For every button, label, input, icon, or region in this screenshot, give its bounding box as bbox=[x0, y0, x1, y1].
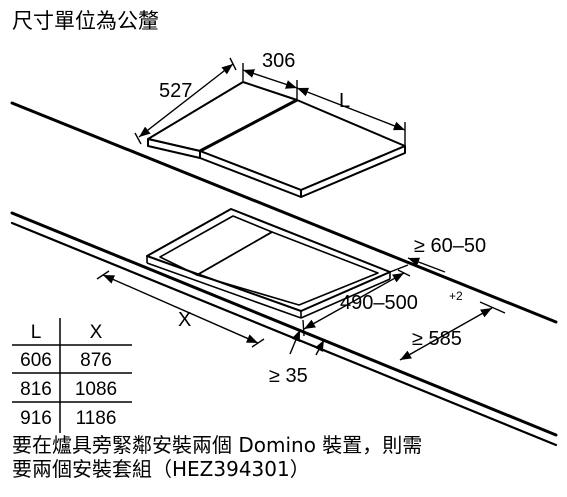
table-cell: 1186 bbox=[76, 408, 117, 429]
size-table: L X 606 876 816 1086 916 1186 bbox=[12, 318, 132, 433]
dim-wall-gap-label: ≥ 585 bbox=[412, 328, 462, 350]
table-header-x: X bbox=[90, 322, 103, 343]
dim-cutout-width-label: X bbox=[178, 309, 191, 331]
table-header-l: L bbox=[31, 322, 42, 343]
table-cell: 916 bbox=[20, 408, 52, 429]
dim-cutout-depth-tolerance: +2 bbox=[449, 289, 463, 303]
dim-width-small-label: 306 bbox=[262, 50, 295, 72]
dim-depth-label: 527 bbox=[159, 80, 192, 102]
table-cell: 876 bbox=[80, 350, 112, 371]
dim-side-gap-label: ≥ 35 bbox=[269, 365, 308, 387]
table-cell: 1086 bbox=[75, 379, 117, 400]
table-cell: 606 bbox=[20, 350, 52, 371]
dim-width-l-label: L bbox=[339, 90, 350, 112]
dimension-labels: 527 306 L ≥ 60–50 490–500 +2 ≥ 585 X ≥ 3… bbox=[159, 50, 486, 387]
installation-note: 要在爐具旁緊鄰安裝兩個 Domino 裝置，則需 要兩個安裝套組（HEZ3943… bbox=[12, 433, 422, 481]
dim-front-gap-label: ≥ 60–50 bbox=[414, 235, 486, 257]
note-line-2: 要兩個安裝套組（HEZ394301） bbox=[12, 457, 310, 481]
note-line-1: 要在爐具旁緊鄰安裝兩個 Domino 裝置，則需 bbox=[12, 433, 423, 457]
table-cell: 816 bbox=[20, 379, 52, 400]
units-caption: 尺寸單位為公釐 bbox=[12, 9, 159, 33]
countertop bbox=[10, 101, 558, 447]
dim-cutout-depth-label: 490–500 bbox=[340, 292, 418, 314]
dimension-lines bbox=[96, 57, 506, 361]
